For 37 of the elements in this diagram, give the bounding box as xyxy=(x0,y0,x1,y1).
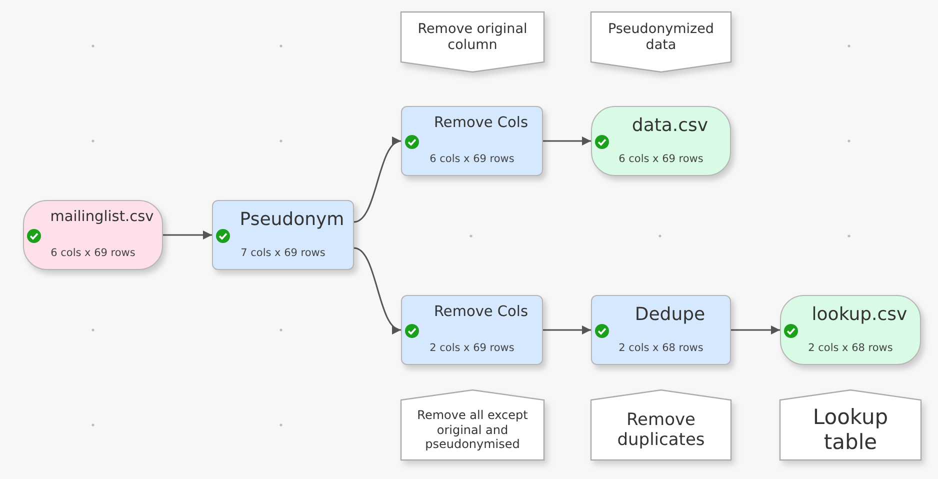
arrow xyxy=(543,326,591,334)
callout-shape xyxy=(591,390,731,460)
arrow xyxy=(163,230,212,240)
arrow xyxy=(543,136,591,146)
process-node xyxy=(401,106,543,176)
callout-text: Pseudonymized data xyxy=(606,20,716,54)
node-title: Remove Cols xyxy=(432,304,530,320)
process-node xyxy=(212,200,354,270)
callout-text: Remove original column xyxy=(416,20,528,54)
process-node xyxy=(591,106,731,176)
callout-shape xyxy=(591,12,731,72)
process-node xyxy=(591,295,731,365)
node-title: data.csv xyxy=(630,115,710,136)
callout-shape xyxy=(401,12,544,72)
node-title: Dedupe xyxy=(634,304,706,325)
row-count: 6 cols x 69 rows xyxy=(428,153,516,165)
callout-shape xyxy=(780,390,921,460)
callout-text: Lookup table xyxy=(812,404,890,456)
row-count: 2 cols x 68 rows xyxy=(807,342,894,354)
callout-text: Remove duplicates xyxy=(616,410,706,450)
callout-text: Remove all except original and pseudonymised xyxy=(416,408,529,452)
arrow xyxy=(354,247,402,332)
process-node xyxy=(780,295,921,365)
arrow xyxy=(731,326,780,334)
node-title: Remove Cols xyxy=(432,115,530,131)
row-count: 2 cols x 69 rows xyxy=(428,342,516,354)
row-count: 7 cols x 69 rows xyxy=(240,247,326,259)
row-count: 6 cols x 69 rows xyxy=(618,153,704,165)
node-title: Pseudonym xyxy=(238,209,346,230)
arrow xyxy=(354,139,402,223)
callout-shape xyxy=(401,390,544,460)
process-node xyxy=(23,200,163,270)
node-title: lookup.csv xyxy=(810,304,908,325)
row-count: 6 cols x 69 rows xyxy=(50,247,136,259)
process-node xyxy=(401,295,543,365)
row-count: 2 cols x 68 rows xyxy=(618,342,704,354)
node-title: mailinglist.csv xyxy=(49,209,155,225)
